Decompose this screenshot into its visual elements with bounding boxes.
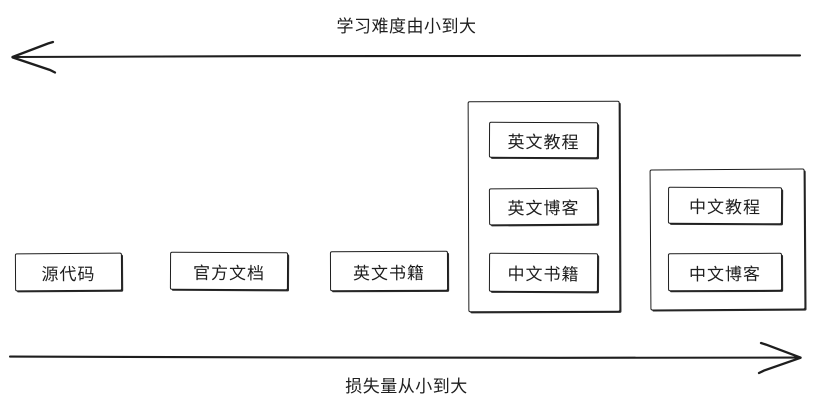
top-axis-label: 学习难度由小到大 bbox=[336, 17, 477, 37]
node-label: 英文教程 bbox=[507, 132, 580, 153]
node-box[interactable]: 英文博客 bbox=[488, 187, 599, 226]
node-label: 英文博客 bbox=[507, 198, 580, 220]
node-label: 中文博客 bbox=[688, 264, 762, 285]
node-box[interactable]: 英文书籍 bbox=[329, 250, 449, 292]
node-label: 中文书籍 bbox=[507, 264, 580, 286]
node-box[interactable]: 中文教程 bbox=[667, 186, 783, 225]
bottom-axis-label: 损失量从小到大 bbox=[345, 377, 468, 397]
node-label: 中文教程 bbox=[688, 197, 762, 219]
node-box[interactable]: 中文博客 bbox=[667, 252, 783, 292]
node-box[interactable]: 中文书籍 bbox=[488, 252, 599, 293]
node-box[interactable]: 官方文档 bbox=[169, 251, 289, 291]
arrow-right-icon bbox=[8, 341, 802, 375]
node-box[interactable]: 英文教程 bbox=[488, 121, 599, 159]
node-box[interactable]: 源代码 bbox=[14, 252, 123, 292]
node-label: 源代码 bbox=[41, 264, 96, 285]
node-label: 官方文档 bbox=[192, 263, 266, 284]
arrow-left-icon bbox=[11, 40, 802, 74]
node-label: 英文书籍 bbox=[352, 263, 426, 284]
